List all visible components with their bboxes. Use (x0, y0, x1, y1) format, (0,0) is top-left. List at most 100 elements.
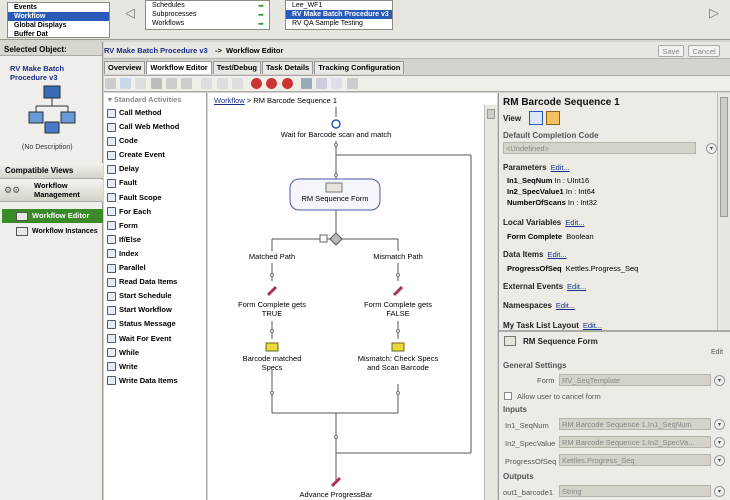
tab-overview[interactable]: Overview (104, 61, 146, 74)
activity-item[interactable]: Write Data Items (104, 374, 206, 388)
subcategory-list[interactable]: Schedules Subprocesses Workflows (145, 0, 270, 30)
scroll-right-icon[interactable]: ▷ (709, 5, 719, 20)
workflow-canvas[interactable]: Workflow > RM Barcode Sequence 1 (208, 93, 497, 500)
advance-progress-label[interactable]: Advance ProgressBar (299, 490, 373, 499)
activity-item[interactable]: Delay (104, 162, 206, 176)
zoom-icon[interactable] (331, 78, 343, 89)
wait-node-label[interactable]: Wait for Barcode scan and match (280, 130, 392, 139)
clear-breakpoint-icon[interactable] (281, 78, 293, 89)
category-item[interactable]: Events (14, 4, 37, 11)
form-edit-link[interactable]: Edit (711, 349, 724, 356)
canvas-crumb-workflow-link[interactable]: Workflow (214, 96, 245, 105)
breakpoint-icon[interactable] (251, 78, 263, 89)
matched-path-label[interactable]: Matched Path (248, 252, 296, 261)
category-list[interactable]: Events Workflow Global Displays Buffer D… (7, 2, 110, 38)
properties-scrollbar-thumb[interactable] (720, 97, 728, 217)
mismatch-check-label[interactable]: Mismatch: Check Specs and Scan Barcode (357, 354, 439, 372)
category-item[interactable]: Buffer Dat (14, 31, 48, 38)
workflow-item[interactable]: RV QA Sample Testing (292, 20, 363, 27)
collapse-icon[interactable]: ▾ (108, 95, 114, 104)
activity-item[interactable]: Index (104, 247, 206, 261)
paste-icon[interactable] (135, 78, 147, 89)
subcategory-item[interactable]: Schedules (152, 2, 185, 9)
activity-item[interactable]: Form (104, 219, 206, 233)
activity-item[interactable]: Read Data Items (104, 275, 206, 289)
input-value-field[interactable]: Kettles.Progress_Seq (559, 454, 711, 466)
compatible-views-header[interactable]: Compatible Views (0, 163, 103, 179)
activity-item[interactable]: If/Else (104, 233, 206, 247)
activity-item[interactable]: Write (104, 360, 206, 374)
default-completion-field[interactable]: <Undefined> (503, 142, 696, 154)
workflow-item-selected[interactable]: RV Make Batch Procedure v3 (286, 10, 392, 19)
copy-icon[interactable] (120, 78, 132, 89)
activity-item[interactable]: Wait For Event (104, 332, 206, 346)
activity-item[interactable]: Code (104, 134, 206, 148)
external-events-edit-link[interactable]: Edit... (567, 282, 587, 291)
activities-header[interactable]: ▾ Standard Activities (104, 93, 206, 106)
mismatch-path-label[interactable]: Mismatch Path (373, 252, 423, 261)
tab-workflow-editor[interactable]: Workflow Editor (146, 61, 212, 74)
activity-item[interactable]: Fault Scope (104, 191, 206, 205)
category-item-selected[interactable]: Workflow (8, 12, 109, 21)
fc-false-label[interactable]: Form Complete gets FALSE (364, 300, 432, 318)
layout-icon[interactable] (346, 78, 358, 89)
activity-item[interactable]: Start Schedule (104, 289, 206, 303)
namespaces-edit-link[interactable]: Edit... (555, 301, 576, 310)
activity-item[interactable]: For Each (104, 205, 206, 219)
subcategory-item[interactable]: Subprocesses (152, 11, 197, 18)
activity-item[interactable]: Create Event (104, 148, 206, 162)
input-dropdown-icon[interactable]: ▾ (714, 455, 725, 466)
allow-cancel-checkbox[interactable] (504, 392, 512, 400)
form-dropdown-icon[interactable]: ▾ (714, 375, 725, 386)
activity-item[interactable]: Call Method (104, 106, 206, 120)
print-preview-icon[interactable] (316, 78, 328, 89)
workflow-list[interactable]: Lee_WF1 RV Make Batch Procedure v3 RV QA… (285, 0, 393, 30)
undo-icon[interactable] (165, 78, 177, 89)
output-value-field[interactable]: String (559, 485, 711, 497)
dropdown-icon[interactable]: ▾ (706, 143, 717, 154)
cancel-button[interactable]: Cancel (688, 45, 720, 57)
workflow-instances-nav[interactable]: Workflow Instances (2, 225, 103, 239)
stop-icon[interactable] (231, 78, 243, 89)
view-structure-icon[interactable] (529, 111, 543, 125)
data-items-edit-link[interactable]: Edit... (547, 250, 567, 259)
tab-test-debug[interactable]: Test/Debug (212, 61, 262, 74)
tab-task-details[interactable]: Task Details (262, 61, 314, 74)
print-icon[interactable] (300, 78, 312, 89)
output-dropdown-icon[interactable]: ▾ (714, 486, 725, 497)
activity-item[interactable]: Status Message (104, 317, 206, 331)
activity-item[interactable]: Start Workflow (104, 303, 206, 317)
save-button[interactable]: Save (658, 45, 684, 57)
activity-item[interactable]: While (104, 346, 206, 360)
local-vars-edit-link[interactable]: Edit... (565, 218, 585, 227)
canvas-scrollbar[interactable] (484, 105, 497, 500)
properties-scrollbar[interactable] (717, 93, 730, 330)
workflow-editor-nav[interactable]: Workflow Editor (2, 209, 103, 223)
workflow-item[interactable]: Lee_WF1 (292, 2, 323, 9)
workflow-management-nav[interactable]: ⚙⚙ Workflow Management (0, 180, 103, 202)
view-events-icon[interactable] (546, 111, 560, 125)
scrollbar-thumb[interactable] (487, 109, 495, 119)
step-icon[interactable] (216, 78, 228, 89)
activity-item[interactable]: Parallel (104, 261, 206, 275)
tab-tracking-configuration[interactable]: Tracking Configuration (314, 61, 405, 74)
run-icon[interactable] (201, 78, 213, 89)
delete-icon[interactable] (150, 78, 162, 89)
parameters-edit-link[interactable]: Edit... (550, 163, 570, 172)
breakpoint-all-icon[interactable] (266, 78, 278, 89)
input-value-field[interactable]: RM Barcode Sequence 1.In2_SpecVa... (559, 436, 711, 448)
category-item[interactable]: Global Displays (14, 22, 67, 29)
form-node-label[interactable]: RM Sequence Form (301, 194, 369, 203)
input-dropdown-icon[interactable]: ▾ (714, 419, 725, 430)
input-dropdown-icon[interactable]: ▾ (714, 437, 725, 448)
barcode-matched-label[interactable]: Barcode matched Specs (242, 354, 302, 372)
input-value-field[interactable]: RM Barcode Sequence 1.In1_SeqNum (559, 418, 711, 430)
subcategory-item[interactable]: Workflows (152, 20, 185, 27)
fc-true-label[interactable]: Form Complete gets TRUE (238, 300, 306, 318)
form-field[interactable]: RV_SeqTemplate (559, 374, 711, 386)
task-list-edit-link[interactable]: Edit... (582, 321, 603, 330)
activity-item[interactable]: Fault (104, 176, 206, 190)
cut-icon[interactable] (105, 78, 116, 89)
scroll-left-icon[interactable]: ◁ (125, 5, 135, 20)
activity-item[interactable]: Call Web Method (104, 120, 206, 134)
